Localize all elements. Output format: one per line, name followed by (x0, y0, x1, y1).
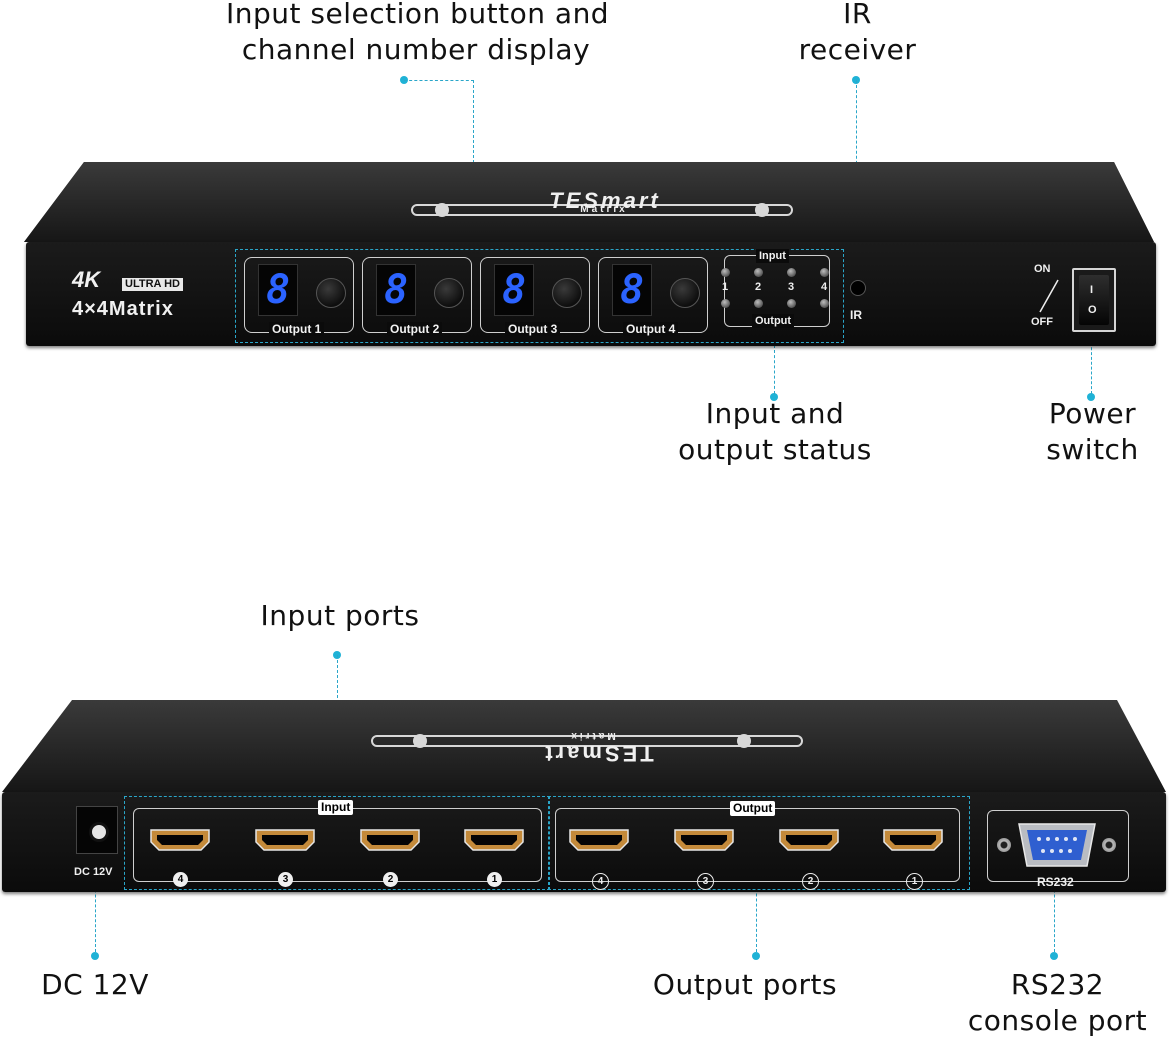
callout-io-status: Input and output status (678, 397, 872, 466)
dc-jack-pin (89, 822, 109, 842)
front-device-top-shell (24, 162, 1154, 242)
rs232-screw-right (1102, 838, 1116, 852)
ir-receiver-window (850, 280, 866, 296)
output-led-4 (820, 299, 829, 308)
selector-zone-outline (235, 249, 844, 343)
output-port-num-2: 2 (802, 873, 819, 890)
channel-display-4: 8 (612, 264, 652, 316)
input-ports-zone (124, 796, 550, 890)
rs232-label: RS232 (1037, 875, 1074, 889)
output-ports-zone (548, 796, 970, 890)
output-led-2 (754, 299, 763, 308)
front-model-plate: Matrix (580, 204, 628, 215)
leader-dot-dc (91, 952, 99, 960)
leader-line-power (1091, 318, 1092, 394)
input-led-4 (820, 268, 829, 277)
power-on-off-slash (1039, 279, 1059, 313)
ir-label: IR (850, 308, 862, 322)
hdmi-input-port-1[interactable] (463, 828, 525, 852)
rear-device: TESmart Matrix DC 12V Input Output 4 3 2… (2, 700, 1168, 892)
status-num-4: 4 (820, 281, 828, 293)
rear-brand-logo: TESmart (542, 741, 654, 766)
input-led-1 (721, 268, 730, 277)
channel-display-2: 8 (376, 264, 416, 316)
status-num-1: 1 (721, 281, 729, 293)
power-switch-on-mark: I (1090, 284, 1094, 296)
matrix-model-label: 4×4Matrix (72, 298, 174, 320)
front-panel (26, 242, 1156, 346)
input-select-button-1[interactable] (316, 278, 346, 308)
rs232-frame (987, 810, 1129, 882)
hdmi-output-port-2[interactable] (778, 828, 840, 852)
output-port-num-1: 1 (906, 873, 923, 890)
callout-power-switch: Power switch (1046, 397, 1139, 466)
input-port-num-3: 3 (278, 872, 293, 887)
leader-dot-power (1087, 393, 1095, 401)
rear-plate-badge-left (413, 734, 427, 748)
power-switch-off-mark: O (1088, 304, 1097, 316)
plate-badge-right (755, 203, 769, 217)
front-brand-logo: TESmart (549, 188, 661, 213)
callout-dc-12v: DC 12V (41, 968, 149, 1001)
rs232-db9-connector[interactable] (1017, 822, 1097, 868)
output-label-4: Output 4 (623, 322, 679, 336)
status-num-3: 3 (787, 281, 795, 293)
output-ports-label: Output (730, 801, 776, 816)
input-select-button-3[interactable] (552, 278, 582, 308)
power-off-label: OFF (1031, 316, 1053, 328)
output-port-num-3: 3 (697, 873, 714, 890)
input-port-num-4: 4 (173, 872, 188, 887)
output-led-3 (787, 299, 796, 308)
badge-ultra-hd: ULTRA HD (122, 278, 183, 291)
hdmi-output-port-4[interactable] (568, 828, 630, 852)
callout-rs232: RS232 console port (967, 968, 1148, 1037)
output-led-1 (721, 299, 730, 308)
rear-plate-badge-right (737, 734, 751, 748)
leader-dot-rs232 (1050, 952, 1058, 960)
hdmi-input-port-3[interactable] (254, 828, 316, 852)
leader-line-input-selection-h (404, 80, 474, 81)
hdmi-input-port-4[interactable] (149, 828, 211, 852)
input-port-num-2: 2 (383, 872, 398, 887)
plate-badge-left (435, 203, 449, 217)
leader-line-rs232 (1054, 850, 1055, 952)
power-switch-rocker[interactable] (1079, 275, 1109, 325)
power-on-label: ON (1034, 263, 1051, 275)
input-select-button-2[interactable] (434, 278, 464, 308)
callout-input-ports: Input ports (260, 599, 420, 632)
status-num-2: 2 (754, 281, 762, 293)
input-led-2 (754, 268, 763, 277)
leader-line-output-ports (756, 838, 757, 952)
rear-model-plate: Matrix (568, 730, 616, 741)
status-input-label: Input (756, 249, 789, 263)
channel-display-1: 8 (258, 264, 298, 316)
input-ports-label: Input (318, 800, 354, 815)
callout-input-selection: Input selection button and channel numbe… (226, 0, 610, 66)
hdmi-input-port-2[interactable] (359, 828, 421, 852)
output-port-num-4: 4 (592, 873, 609, 890)
leader-line-io-status (774, 304, 775, 394)
rs232-screw-left (997, 838, 1011, 852)
output-label-2: Output 2 (387, 322, 443, 336)
callout-ir-receiver: IR receiver (798, 0, 917, 66)
dc-12v-label: DC 12V (74, 866, 113, 878)
hdmi-output-port-1[interactable] (882, 828, 944, 852)
leader-dot-io-status (770, 393, 778, 401)
front-device: TESmart Matrix 4K ULTRA HD 4×4Matrix 8 O… (24, 162, 1158, 346)
hdmi-output-port-3[interactable] (673, 828, 735, 852)
leader-dot-output-ports (752, 952, 760, 960)
badge-4k: 4K (72, 267, 101, 292)
output-label-3: Output 3 (505, 322, 561, 336)
callout-output-ports: Output ports (652, 968, 838, 1001)
status-output-label: Output (752, 314, 795, 328)
input-select-button-4[interactable] (670, 278, 700, 308)
channel-display-3: 8 (494, 264, 534, 316)
input-led-3 (787, 268, 796, 277)
output-label-1: Output 1 (269, 322, 325, 336)
rear-device-top-shell (2, 700, 1166, 792)
input-port-num-1: 1 (487, 872, 502, 887)
